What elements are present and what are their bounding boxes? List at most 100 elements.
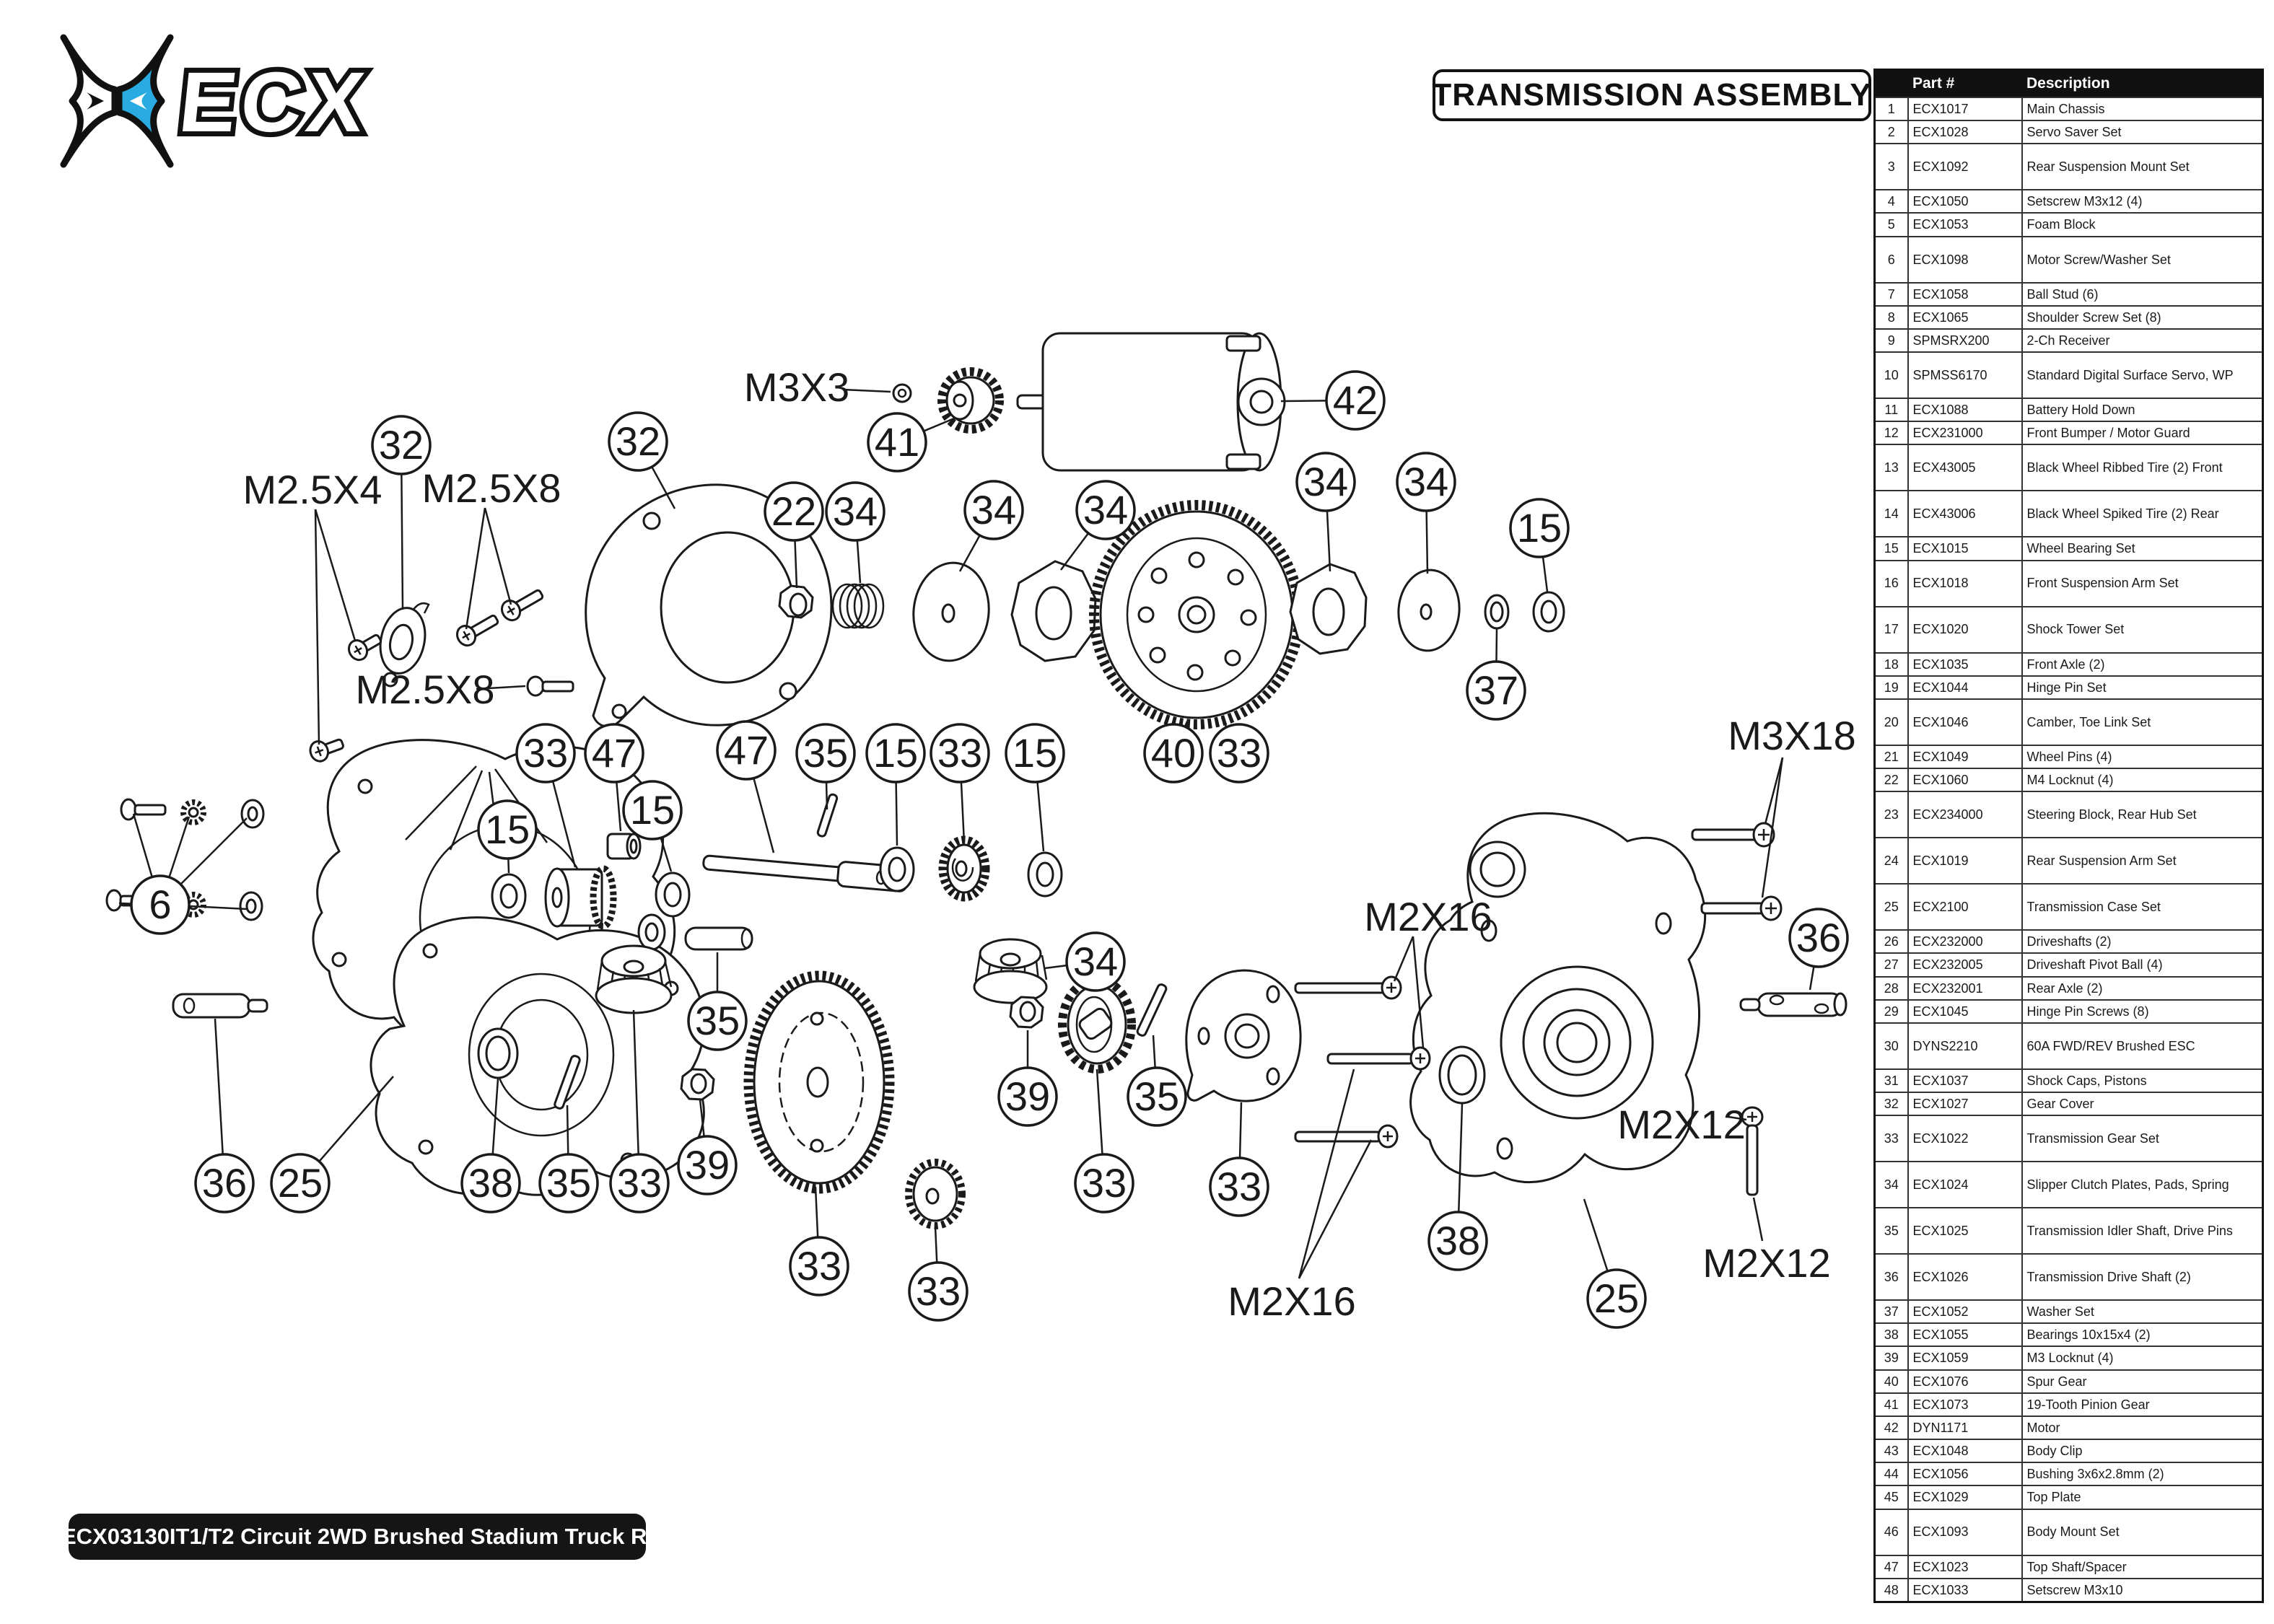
slipper-spring-drawing <box>831 583 885 629</box>
part-row-number: 30 <box>1873 1022 1909 1070</box>
part-description: Black Wheel Ribbed Tire (2) Front <box>2021 444 2264 492</box>
part-row-number: 1 <box>1873 96 1909 122</box>
part-row-number: 47 <box>1873 1554 1909 1579</box>
part-description: Main Chassis <box>2021 96 2264 122</box>
part-number: ECX231000 <box>1907 421 2023 446</box>
svg-text:25: 25 <box>278 1160 323 1206</box>
callout-leader-line <box>1220 717 1228 727</box>
svg-text:41: 41 <box>875 419 919 465</box>
setscrew-m3x3-drawing <box>892 383 912 403</box>
svg-text:34: 34 <box>1404 459 1448 504</box>
part-description: Black Wheel Spiked Tire (2) Rear <box>2021 490 2264 538</box>
svg-text:47: 47 <box>592 730 637 776</box>
part-number: ECX1049 <box>1907 744 2023 770</box>
seal-38-right-drawing <box>1438 1045 1486 1105</box>
part-number: SPMSRX200 <box>1907 328 2023 354</box>
part-row-number: 38 <box>1873 1322 1909 1348</box>
clutch-bell-33-drawing <box>1058 975 1136 1074</box>
callout-leader-line <box>651 467 676 509</box>
ecx-logo: ECX <box>60 34 378 168</box>
part-row-number: 12 <box>1873 421 1909 446</box>
part-number: ECX43005 <box>1907 444 2023 492</box>
callout-25: 25 <box>1586 1268 1647 1329</box>
part-number: ECX1056 <box>1907 1462 2023 1487</box>
callout-33: 33 <box>789 1236 849 1296</box>
svg-text:35: 35 <box>695 998 740 1043</box>
callout-leader-line <box>1059 533 1089 571</box>
callout-33: 33 <box>1209 1156 1269 1217</box>
callout-leader-line <box>168 816 191 877</box>
svg-text:33: 33 <box>1082 1160 1127 1206</box>
parts-table-header-row: Part # Description <box>1874 69 2263 98</box>
part-description: Bushing 3x6x2.8mm (2) <box>2021 1462 2264 1487</box>
part-row-number: 45 <box>1873 1485 1909 1510</box>
hardware-size-label: M2X16 <box>1364 894 1492 939</box>
part-description: Rear Suspension Arm Set <box>2021 837 2264 885</box>
diff-case-33-drawing <box>1185 969 1302 1102</box>
svg-text:22: 22 <box>771 488 816 534</box>
callout-leader-line <box>960 782 966 843</box>
svg-text:6: 6 <box>149 882 171 927</box>
part-number: ECX2100 <box>1907 883 2023 931</box>
transmission-case-right-drawing <box>1409 812 1707 1184</box>
part-description: Rear Axle (2) <box>2021 975 2264 1001</box>
gasket-drawing <box>379 602 430 688</box>
part-row-number: 32 <box>1873 1091 1909 1117</box>
bearing-15-top-drawing <box>1532 591 1565 633</box>
part-description: Motor <box>2021 1415 2264 1441</box>
part-description: Hinge Pin Set <box>2021 675 2264 700</box>
part-number: ECX232005 <box>1907 952 2023 978</box>
part-row-number: 3 <box>1873 143 1909 191</box>
callout-47: 47 <box>716 720 777 781</box>
hardware-size-label: M2X16 <box>1228 1278 1355 1324</box>
screw-m2x12-vertical-drawing <box>1741 1106 1764 1196</box>
hardware-size-label: M2.5X8 <box>422 465 561 511</box>
callout-leader-line <box>180 817 248 885</box>
callout-33: 33 <box>609 1153 670 1213</box>
ecx-logo-text: ECX <box>175 55 372 150</box>
washer-37-drawing <box>1484 594 1510 630</box>
part-description: Servo Saver Set <box>2021 120 2264 145</box>
callout-33: 33 <box>930 723 990 784</box>
part-description: Transmission Gear Set <box>2021 1115 2264 1163</box>
svg-text:15: 15 <box>1517 505 1562 550</box>
part-number: ECX1024 <box>1907 1161 2023 1209</box>
part-number: DYN1171 <box>1907 1415 2023 1441</box>
part-number: ECX1037 <box>1907 1068 2023 1093</box>
part-description: Ball Stud (6) <box>2021 281 2264 307</box>
part-row-number: 4 <box>1873 189 1909 214</box>
part-number: ECX1035 <box>1907 651 2023 677</box>
svg-text:33: 33 <box>1217 1164 1261 1209</box>
col-blank <box>1874 69 1908 98</box>
callout-35: 35 <box>687 991 748 1051</box>
part-number: DYNS2210 <box>1907 1022 2023 1070</box>
svg-text:47: 47 <box>724 727 769 773</box>
diff-main-gear-drawing <box>743 970 895 1194</box>
callout-leader-line <box>934 1226 938 1263</box>
part-description: Hinge Pin Screws (8) <box>2021 998 2264 1024</box>
callout-leader-line <box>1238 1102 1243 1158</box>
svg-text:32: 32 <box>616 418 660 464</box>
callout-22: 22 <box>764 481 824 542</box>
callout-leader-line <box>660 838 673 872</box>
part-row-number: 33 <box>1873 1115 1909 1163</box>
part-number: ECX1058 <box>1907 281 2023 307</box>
part-number: ECX1093 <box>1907 1508 2023 1556</box>
callout-32: 32 <box>608 411 668 472</box>
label-leader-line <box>1298 1068 1355 1279</box>
label-leader-line <box>1764 757 1784 825</box>
callout-leader-line <box>924 417 955 432</box>
callout-leader-line <box>1044 964 1067 970</box>
